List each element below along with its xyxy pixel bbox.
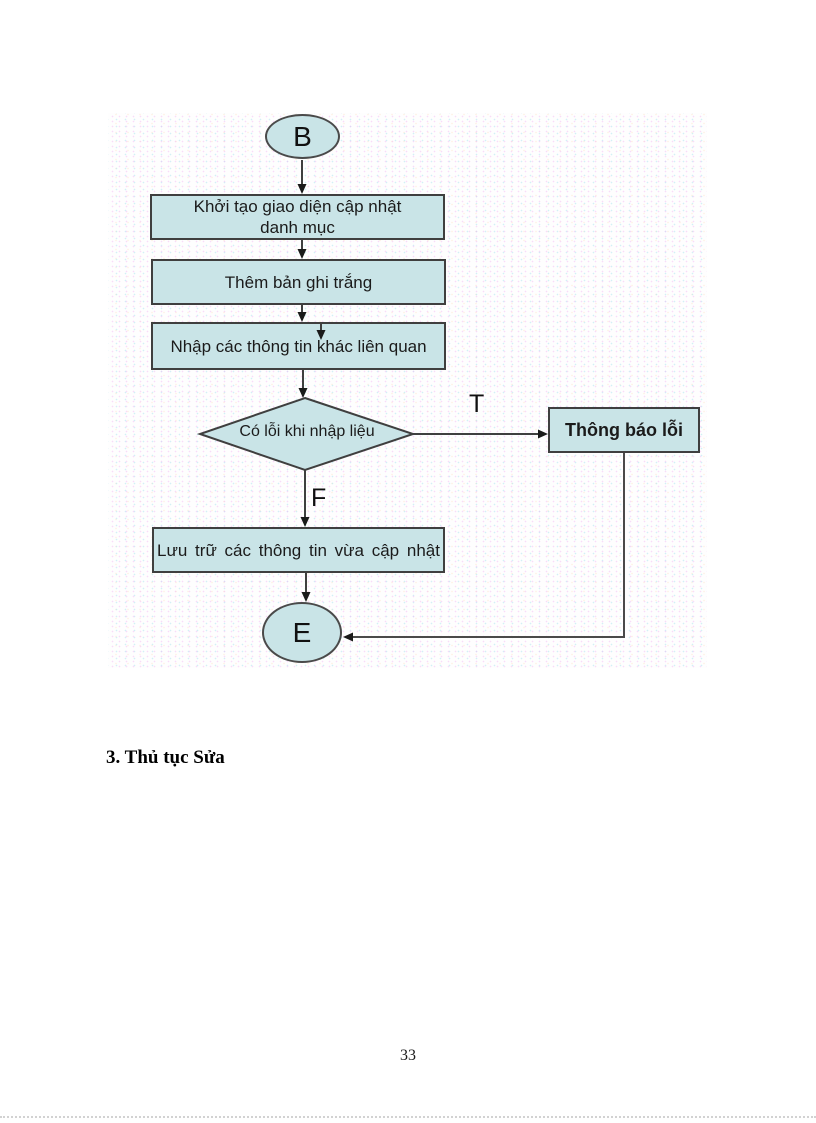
page-break-dots [0,1116,816,1118]
branch-false-label: F [311,484,327,512]
start-terminal-label: B [293,120,312,152]
process-step-init-line1: Khởi tạo giao diện cập nhật [193,197,402,216]
start-terminal: B [265,114,340,159]
error-message-box-label: Thông báo lỗi [565,419,683,440]
decision-label: Có lỗi khi nhập liệu [239,423,375,440]
process-step-add-blank-record: Thêm bản ghi trắng [151,259,446,305]
section-heading: 3. Thủ tục Sửa [106,747,225,768]
branch-true-label: T [469,390,485,418]
process-step-add-blank-record-label: Thêm bản ghi trắng [224,272,373,292]
page-number: 33 [400,1047,416,1064]
process-step-init-line2: danh mục [260,218,335,237]
process-step-init: Khởi tạo giao diện cập nhật danh mục [150,194,445,240]
process-step-save-info-label: Lưu trữ các thông tin vừa cập nhật [157,540,440,560]
process-step-enter-info-label: Nhập các thông tin khác liên quan [170,336,427,356]
error-message-box: Thông báo lỗi [548,407,700,453]
process-step-save-info: Lưu trữ các thông tin vừa cập nhật [152,527,445,573]
process-step-enter-info: Nhập các thông tin khác liên quan [151,322,446,370]
end-terminal: E [262,602,342,663]
end-terminal-label: E [292,616,312,648]
